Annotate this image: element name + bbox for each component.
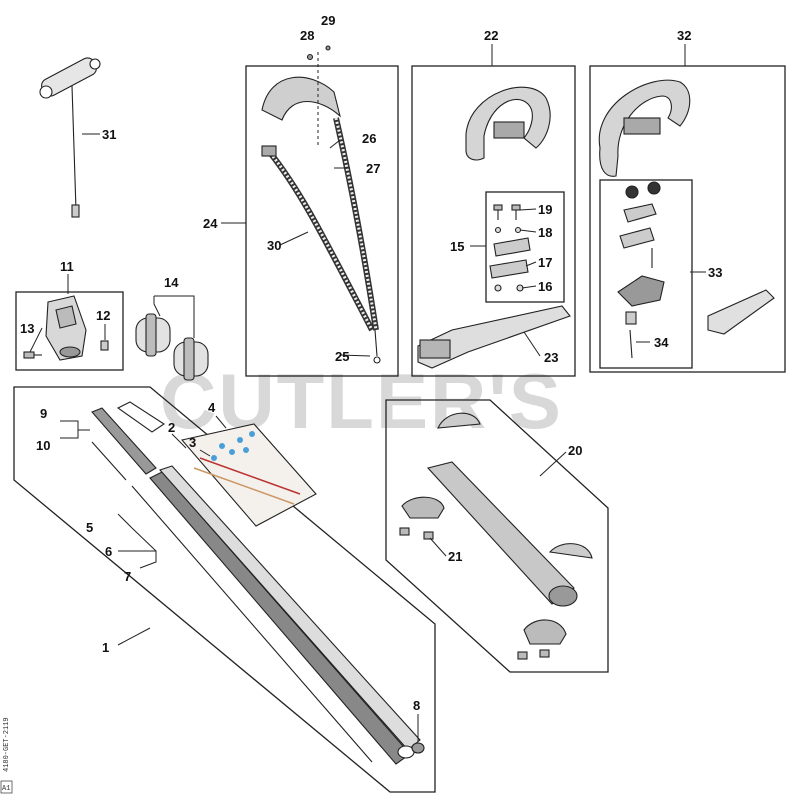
side-mark-text: A1 (2, 785, 10, 793)
callout-7: 7 (124, 569, 131, 584)
callout-14: 14 (164, 275, 179, 290)
leader-lines (29, 44, 706, 742)
callout-31: 31 (102, 127, 116, 142)
callout-22: 22 (484, 28, 498, 43)
screw-13-part (23, 351, 42, 359)
frame-harness (245, 65, 399, 377)
callout-25: 25 (335, 349, 349, 364)
loop-handle-part (465, 86, 551, 161)
callout-13: 13 (20, 321, 34, 336)
frame-bike-handle (589, 65, 786, 373)
callout-1: 1 (102, 640, 109, 655)
callout-3: 3 (189, 435, 196, 450)
callout-34: 34 (654, 335, 669, 350)
screw-29-part (325, 45, 331, 51)
frame-handle-hardware (485, 191, 565, 303)
callout-23: 23 (544, 350, 558, 365)
callout-5: 5 (86, 520, 93, 535)
frame-bike-hardware (599, 179, 693, 369)
callout-19: 19 (538, 202, 552, 217)
callout-8: 8 (413, 698, 420, 713)
bike-handle-part (598, 79, 691, 177)
callout-28: 28 (300, 28, 314, 43)
combination-wrench-part (39, 57, 101, 218)
frame-throttle-housing (15, 291, 124, 371)
callout-15: 15 (450, 239, 464, 254)
throttle-housing-part (45, 295, 87, 361)
callout-32: 32 (677, 28, 691, 43)
callout-16: 16 (538, 279, 552, 294)
nut-12-part (100, 340, 109, 351)
callout-24: 24 (203, 216, 218, 231)
callout-labels: 31 11 13 12 14 24 30 25 28 29 26 27 22 3… (20, 13, 722, 713)
callout-11: 11 (60, 259, 74, 274)
callout-26: 26 (362, 131, 376, 146)
side-code-text: 4180-GET-2119 (3, 717, 11, 772)
callout-29: 29 (321, 13, 335, 28)
callout-17: 17 (538, 255, 552, 270)
frame-grip-assembly (385, 399, 609, 673)
callout-4: 4 (208, 400, 216, 415)
callout-18: 18 (538, 225, 552, 240)
callout-20: 20 (568, 443, 582, 458)
frame-loop-handle (411, 65, 576, 377)
callout-12: 12 (96, 308, 110, 323)
screw-28-part (306, 53, 314, 61)
grip-assembly-parts (399, 412, 593, 660)
callout-30: 30 (267, 238, 281, 253)
callout-21: 21 (448, 549, 462, 564)
handle-hardware-parts (489, 204, 531, 292)
bike-hardware-parts (617, 181, 775, 359)
side-mark-box (0, 780, 13, 794)
barrier-bar-part (417, 305, 571, 369)
harness-strap-part (261, 76, 381, 364)
callout-27: 27 (366, 161, 380, 176)
callout-10: 10 (36, 438, 50, 453)
callout-33: 33 (708, 265, 722, 280)
clamp-14-parts (135, 313, 209, 381)
callout-2: 2 (168, 420, 175, 435)
callout-6: 6 (105, 544, 112, 559)
frame-shaft-assembly (13, 386, 436, 793)
shaft-assembly-parts (91, 401, 425, 765)
callout-9: 9 (40, 406, 47, 421)
